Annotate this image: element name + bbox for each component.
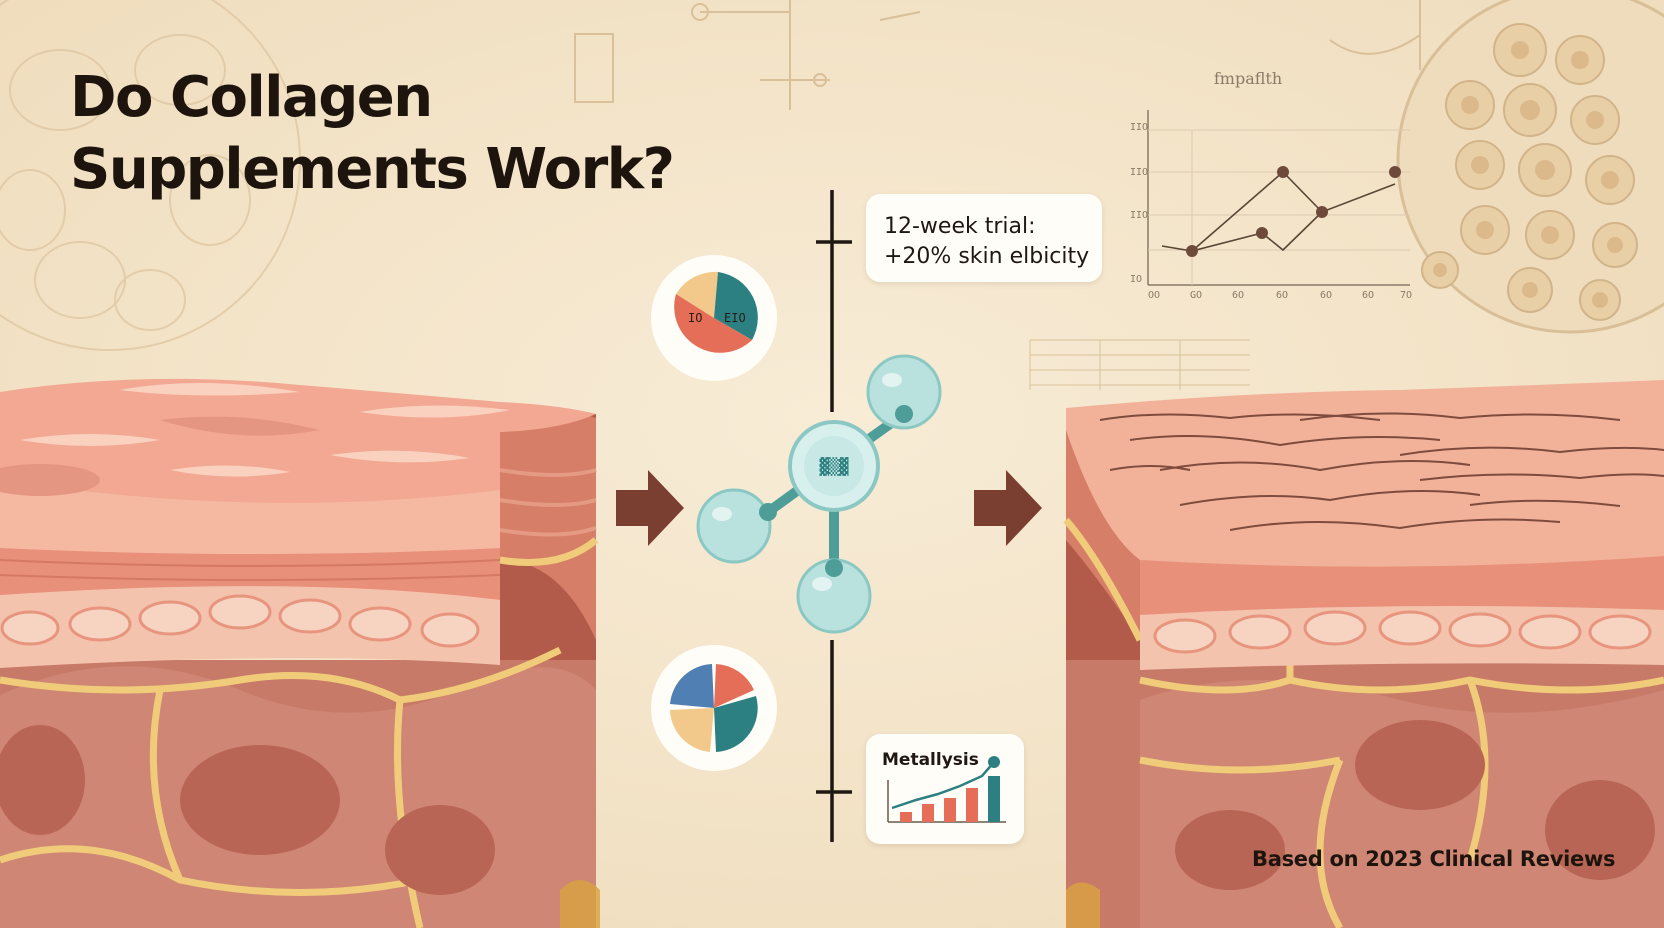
bottom-accent-right: [1066, 882, 1100, 928]
trial-callout-card: 12-week trial: +20% skin elbicity: [866, 194, 1102, 282]
meta-analysis-label: Metallysis: [882, 750, 979, 770]
pie-label-right: EIO: [724, 311, 746, 325]
pie-slice-teal: [714, 272, 758, 340]
chart-line-a: [1191, 170, 1396, 252]
molecule-center-glyph: ▓▒▓: [820, 457, 849, 476]
x-tick: OO: [1148, 290, 1160, 301]
background-line-chart: fmpaflth IIO IIO IIO IO OO GO 6O 6O 6O 6…: [1130, 69, 1412, 301]
bar-growth-icon: [887, 756, 1006, 823]
pie-slice-yellow: [676, 271, 718, 318]
x-tick: 6O: [1320, 290, 1332, 301]
pie-slice-red: [674, 294, 752, 353]
y-tick: IIO: [1130, 210, 1148, 221]
source-note: Based on 2023 Clinical Reviews: [1252, 847, 1616, 871]
y-tick: IIO: [1130, 122, 1148, 133]
bottom-pie-icon: [651, 645, 777, 771]
top-pie-icon: IO EIO: [651, 255, 777, 381]
arrow-right-1: [616, 470, 684, 546]
chart-point: [1256, 227, 1268, 239]
x-tick: 6O: [1232, 290, 1244, 301]
pie-slice-yellow: [670, 708, 714, 752]
x-tick: 7O: [1400, 290, 1412, 301]
pie-slice-blue: [670, 664, 714, 708]
skin-surface-aged: [1066, 380, 1664, 567]
page-title: Do Collagen Supplements Work?: [70, 62, 675, 206]
chart-caption: fmpaflth: [1214, 69, 1282, 88]
cell-sketch-left: [0, 0, 301, 351]
bottom-accent-left: [560, 880, 600, 928]
arrow-right-2: [974, 470, 1042, 546]
faint-sketch-lines: [574, 0, 1421, 390]
chart-point: [1186, 245, 1198, 257]
trial-callout-line-2: +20% skin elbicity: [884, 244, 1090, 269]
x-tick: 6O: [1362, 290, 1374, 301]
y-tick: IIO: [1130, 167, 1148, 178]
pie-label-left: IO: [688, 311, 702, 325]
timeline: [816, 190, 852, 842]
collagen-molecule-icon: ▓▒▓: [696, 354, 942, 634]
x-tick: 6O: [1276, 290, 1288, 301]
title-line-1: Do Collagen: [70, 65, 433, 130]
pie-slice-red: [714, 664, 754, 708]
trial-callout-line-1: 12-week trial:: [884, 214, 1036, 239]
chart-point: [1316, 206, 1328, 218]
skin-block-healthy: [0, 378, 599, 928]
chart-point: [1277, 166, 1289, 178]
title-line-2: Supplements Work?: [70, 137, 675, 202]
pie-slice-teal: [714, 696, 758, 752]
cell-sketch-right: [1396, 0, 1664, 334]
chart-point: [1389, 166, 1401, 178]
y-tick: IO: [1130, 274, 1142, 285]
skin-block-aged: [1063, 380, 1664, 928]
x-tick: GO: [1190, 290, 1202, 301]
meta-analysis-card: Metallysis: [866, 734, 1024, 844]
